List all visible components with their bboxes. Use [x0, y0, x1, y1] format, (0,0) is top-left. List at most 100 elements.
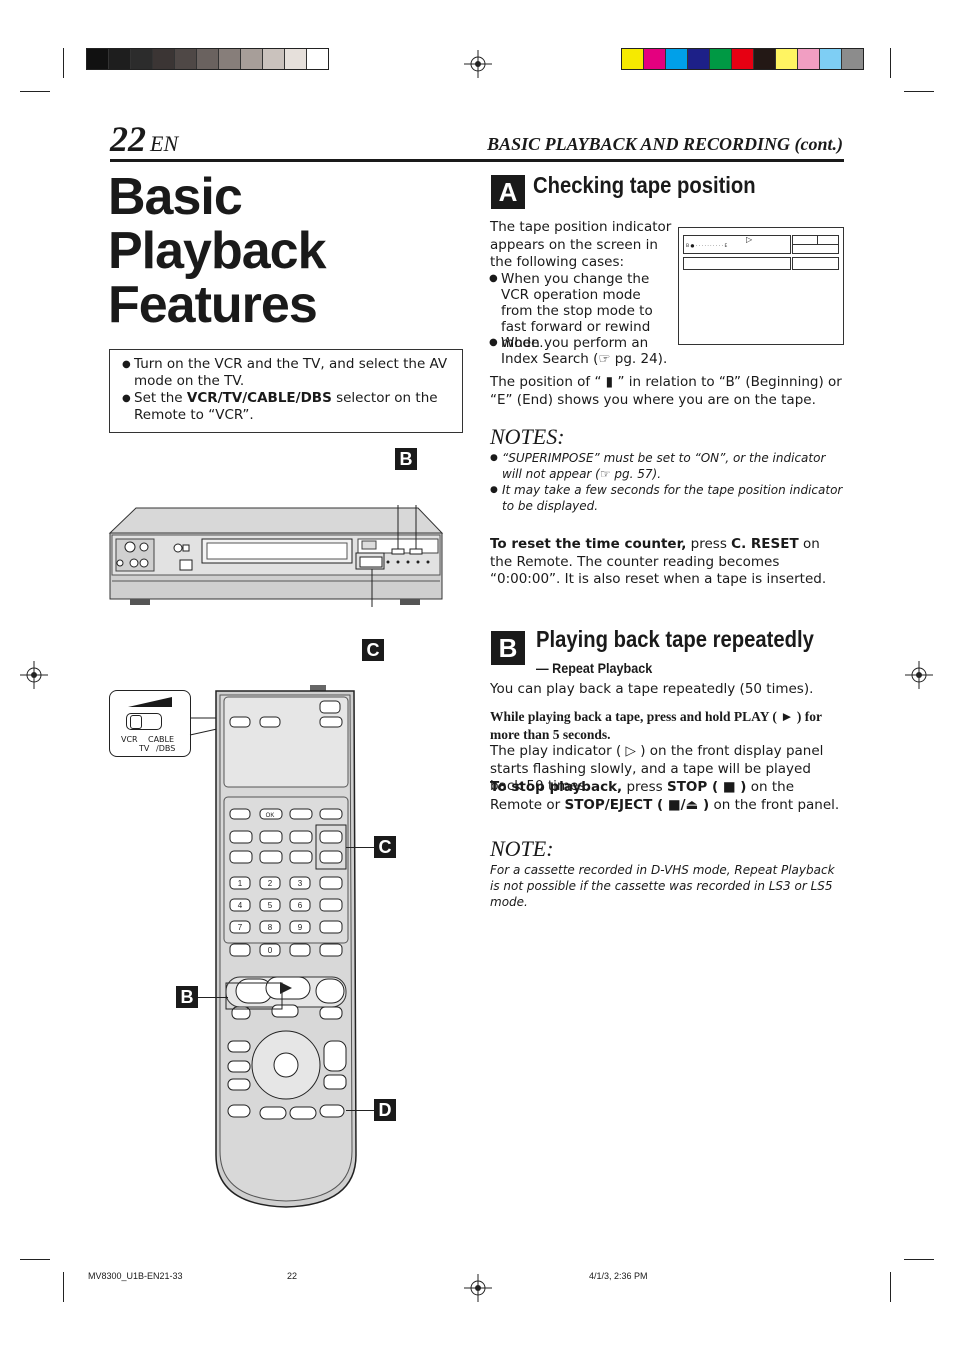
callout-c-vcr: C	[362, 639, 384, 661]
gray-swatch	[87, 49, 109, 69]
callout-c-remote: C	[374, 836, 396, 858]
gray-swatch	[109, 49, 131, 69]
screen-status-box	[683, 257, 791, 270]
registration-color-bar	[621, 48, 864, 70]
keypad-label: 1	[238, 879, 243, 888]
crop-mark	[20, 91, 50, 92]
keypad-label: 9	[298, 923, 303, 932]
callout-leader	[198, 997, 228, 998]
section-b-note: For a cassette recorded in D-VHS mode, R…	[490, 863, 835, 909]
ok-label: OK	[266, 813, 275, 819]
vcr-tv-cable-dbs-selector[interactable]	[126, 713, 162, 730]
keypad-label: 6	[298, 901, 303, 910]
list-item: ●“SUPERIMPOSE” must be set to “ON”, or t…	[490, 451, 826, 481]
keypad-label: 3	[298, 879, 303, 888]
keypad-label: 7	[238, 923, 243, 932]
list-item: ●Turn on the VCR and the TV, and select …	[122, 356, 448, 389]
section-b-subheading: — Repeat Playback	[536, 660, 653, 676]
gray-swatch	[285, 49, 307, 69]
stop-playback-text: To stop playback, press STOP ( ■ ) on th…	[490, 779, 840, 813]
notes-heading: NOTES:	[490, 424, 565, 449]
section-a-badge: A	[491, 175, 525, 209]
crop-mark	[63, 1272, 64, 1302]
header-rule	[110, 159, 844, 162]
color-swatch	[666, 49, 688, 69]
crop-mark	[904, 1259, 934, 1260]
keypad-label: 8	[268, 923, 273, 932]
callout-leader	[346, 847, 374, 848]
list-item: ●When you perform an Index Search (☞ pg.…	[489, 335, 668, 367]
section-b-heading: Playing back tape repeatedly	[536, 626, 814, 652]
keypad-label: 5	[268, 901, 273, 910]
remote-control-illustration: 123 456 789 0 OK OK	[189, 685, 357, 1208]
tape-position-screen: B ● · · · · · · · · · · E ▷	[678, 227, 844, 345]
keypad-label: 4	[238, 901, 243, 910]
gray-swatch	[219, 49, 241, 69]
tape-position-scale: B ● · · · · · · · · · · E ▷	[683, 235, 791, 254]
selector-label-dbs: /DBS	[156, 744, 176, 753]
preparation-box: ●Turn on the VCR and the TV, and select …	[109, 349, 463, 433]
selector-label-tv: TV	[139, 744, 150, 753]
crop-mark	[63, 48, 64, 78]
selector-label-vcr: VCR	[121, 735, 138, 744]
crop-mark	[904, 91, 934, 92]
color-swatch	[842, 49, 863, 69]
note-heading: NOTE:	[490, 836, 554, 861]
footer-file: MV8300_U1B-EN21-33	[88, 1271, 183, 1281]
color-swatch	[798, 49, 820, 69]
gray-swatch	[197, 49, 219, 69]
footer-timestamp: 4/1/3, 2:36 PM	[589, 1271, 648, 1281]
keypad-label: 2	[268, 879, 273, 888]
crop-mark	[20, 1259, 50, 1260]
section-a-position-text: The position of “ ▮ ” in relation to “B”…	[490, 374, 842, 408]
reset-counter-text: To reset the time counter, press C. RESE…	[490, 536, 827, 587]
color-swatch	[710, 49, 732, 69]
color-swatch	[776, 49, 798, 69]
color-swatch	[622, 49, 644, 69]
section-a-heading: Checking tape position	[533, 172, 756, 198]
callout-b-vcr: B	[395, 448, 417, 470]
running-head: BASIC PLAYBACK AND RECORDING (cont.)	[487, 134, 843, 154]
keypad-label: 0	[268, 946, 273, 955]
gray-swatch	[131, 49, 153, 69]
list-item: ●When you change the VCR operation mode …	[489, 271, 653, 351]
section-b-intro: You can play back a tape repeatedly (50 …	[490, 681, 814, 697]
section-b-step-detail: The play indicator ( ▷ ) on the front di…	[490, 743, 824, 794]
list-item: ●It may take a few seconds for the tape …	[490, 483, 843, 513]
page-title: Basic Playback Features	[108, 168, 327, 334]
color-swatch	[820, 49, 842, 69]
callout-d-remote: D	[374, 1099, 396, 1121]
gray-swatch	[263, 49, 285, 69]
section-b-step: While playing back a tape, press and hol…	[490, 709, 822, 742]
footer-page: 22	[287, 1271, 298, 1281]
registration-target-icon	[464, 50, 492, 78]
callout-leader	[346, 1110, 374, 1111]
section-b-badge: B	[491, 631, 525, 665]
registration-target-icon	[20, 661, 48, 689]
play-indicator-icon: ▷	[746, 235, 753, 244]
screen-counter-box	[792, 235, 839, 254]
list-item: ●Set the VCR/TV/CABLE/DBS selector on th…	[122, 390, 438, 423]
registration-target-icon	[905, 661, 933, 689]
gray-swatch	[307, 49, 328, 69]
crop-mark	[890, 48, 891, 78]
screen-status-box	[792, 257, 839, 270]
gray-swatch	[241, 49, 263, 69]
arrow-left-icon	[128, 697, 172, 707]
color-swatch	[754, 49, 776, 69]
registration-target-icon	[464, 1274, 492, 1302]
selector-label-cable: CABLE	[148, 735, 175, 744]
color-swatch	[732, 49, 754, 69]
section-a-intro: The tape position indicator appears on t…	[490, 219, 672, 270]
vcr-front-panel-illustration	[108, 505, 444, 607]
gray-swatch	[153, 49, 175, 69]
gray-swatch	[175, 49, 197, 69]
selector-inset: VCR CABLE TV /DBS	[109, 690, 191, 757]
page-language: EN	[150, 131, 179, 156]
color-swatch	[644, 49, 666, 69]
callout-b-remote: B	[176, 986, 198, 1008]
registration-gray-bar	[86, 48, 329, 70]
crop-mark	[890, 1272, 891, 1302]
color-swatch	[688, 49, 710, 69]
